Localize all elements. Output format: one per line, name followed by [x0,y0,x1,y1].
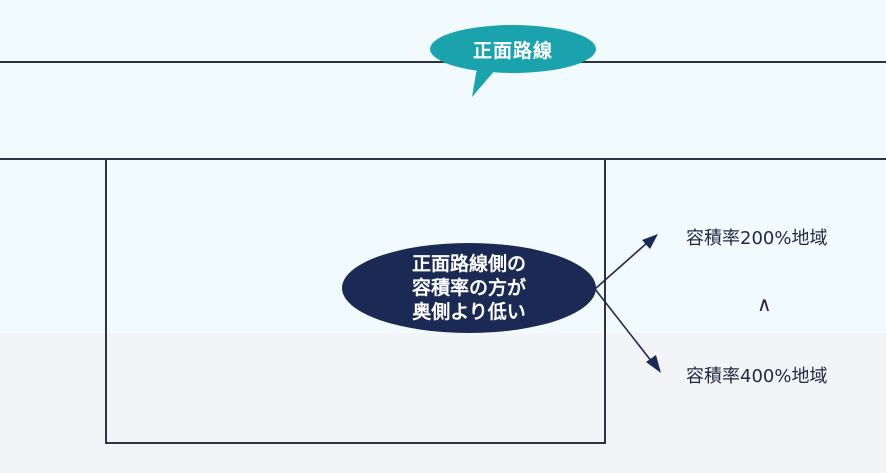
comparison-symbol: ∧ [757,292,772,316]
front-road-callout: 正面路線 [430,25,596,73]
front-road-label: 正面路線 [472,39,553,62]
zone-upper-label: 容積率200%地域 [686,228,828,249]
callout-line-2: 容積率の方が [411,277,526,299]
callout-line-3: 奥側より低い [412,301,526,323]
zone-lower-label: 容積率400%地域 [686,366,828,387]
lower-zone-background [0,333,886,473]
arrow-down-right-icon [646,355,661,373]
far-comparison-callout: 正面路線側の 容積率の方が 奥側より低い [342,243,596,333]
callout-line-1: 正面路線側の [411,253,526,275]
road-edge-bottom [0,158,886,160]
arrow-up-right-icon [642,234,658,249]
